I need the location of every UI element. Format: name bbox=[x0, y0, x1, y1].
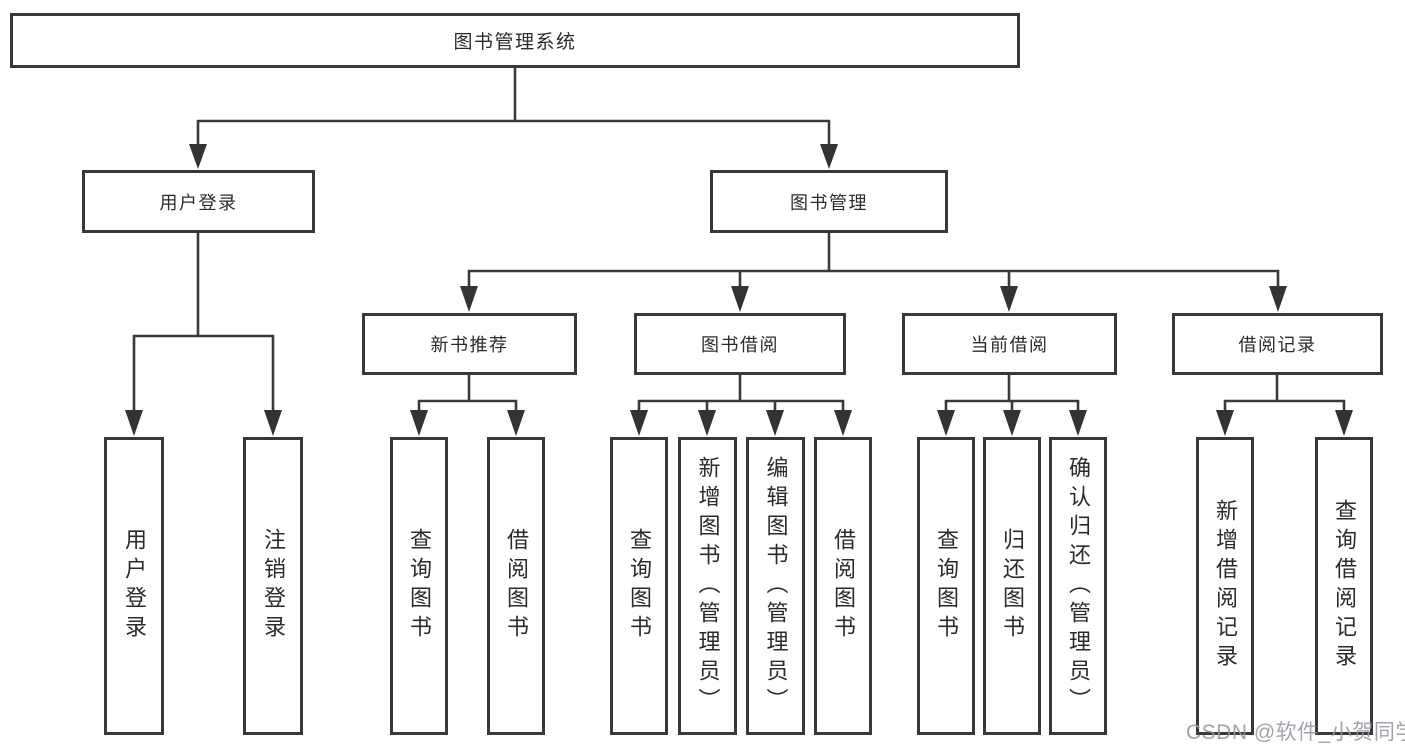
leaf-bb-add-books-admin: 新增图书（管理员） bbox=[678, 437, 737, 735]
node-current-borrow-label: 当前借阅 bbox=[970, 335, 1049, 355]
leaf-bb-edit-books-admin: 编辑图书（管理员） bbox=[746, 437, 805, 735]
arrowhead bbox=[1000, 286, 1018, 312]
leaf-nbr-query-books: 查询图书 bbox=[390, 437, 448, 735]
leaf-user-login: 用户登录 bbox=[104, 437, 164, 735]
leaf-nbr-borrow-books-label: 借阅图书 bbox=[504, 528, 529, 644]
connector-borrow-record-to-leaves bbox=[1216, 375, 1353, 436]
leaf-bb-borrow-books-label: 借阅图书 bbox=[831, 528, 856, 644]
node-user-login-label: 用户登录 bbox=[159, 192, 238, 213]
arrowhead bbox=[410, 410, 428, 436]
connector-book-borrow-to-leaves bbox=[630, 375, 852, 436]
leaf-cb-query-books-label: 查询图书 bbox=[934, 528, 959, 644]
leaf-bb-add-books-admin-label: 新增图书（管理员） bbox=[695, 455, 721, 717]
connector-root-to-level2 bbox=[189, 68, 838, 169]
arrowhead bbox=[731, 286, 749, 312]
node-root: 图书管理系统 bbox=[10, 13, 1020, 68]
node-root-label: 图书管理系统 bbox=[453, 32, 577, 53]
arrowhead bbox=[1003, 410, 1021, 436]
leaf-cb-return-books: 归还图书 bbox=[983, 437, 1041, 735]
arrowhead bbox=[1335, 410, 1353, 436]
leaf-br-query-record: 查询借阅记录 bbox=[1315, 437, 1373, 735]
connector-user-login-to-leaves bbox=[125, 233, 282, 436]
leaf-br-add-record: 新增借阅记录 bbox=[1196, 437, 1254, 735]
arrowhead bbox=[820, 144, 838, 169]
node-borrow-record: 借阅记录 bbox=[1172, 313, 1383, 375]
leaf-user-login-label: 用户登录 bbox=[122, 528, 147, 644]
node-book-borrow: 图书借阅 bbox=[634, 313, 846, 375]
leaf-cb-query-books: 查询图书 bbox=[917, 437, 975, 735]
leaf-nbr-borrow-books: 借阅图书 bbox=[487, 437, 545, 735]
node-book-borrow-label: 图书借阅 bbox=[701, 335, 779, 355]
arrowhead bbox=[698, 410, 716, 436]
arrowhead bbox=[125, 410, 143, 436]
watermark-text: CSDN @软件_小贺同学 bbox=[1186, 721, 1405, 744]
node-borrow-record-label: 借阅记录 bbox=[1238, 335, 1317, 355]
node-new-book-rec: 新书推荐 bbox=[362, 313, 577, 375]
leaf-logout-login: 注销登录 bbox=[243, 437, 303, 735]
leaf-cb-confirm-return-admin: 确认归还（管理员） bbox=[1049, 437, 1107, 735]
arrowhead bbox=[1069, 410, 1087, 436]
arrowhead bbox=[834, 410, 852, 436]
arrowhead bbox=[264, 410, 282, 436]
leaf-bb-query-books-label: 查询图书 bbox=[627, 528, 652, 644]
arrowhead bbox=[189, 144, 207, 169]
node-book-mgmt-label: 图书管理 bbox=[790, 192, 868, 213]
node-current-borrow: 当前借阅 bbox=[902, 313, 1117, 375]
arrowhead bbox=[630, 410, 648, 436]
node-user-login: 用户登录 bbox=[82, 170, 315, 233]
leaf-cb-return-books-label: 归还图书 bbox=[1000, 528, 1025, 644]
leaf-br-query-record-label: 查询借阅记录 bbox=[1332, 499, 1357, 673]
arrowhead bbox=[460, 286, 478, 312]
leaf-bb-borrow-books: 借阅图书 bbox=[814, 437, 872, 735]
connector-new-book-rec-to-leaves bbox=[410, 375, 525, 436]
arrowhead bbox=[766, 410, 784, 436]
leaf-bb-query-books: 查询图书 bbox=[610, 437, 668, 735]
node-new-book-rec-label: 新书推荐 bbox=[430, 335, 509, 355]
connector-current-borrow-to-leaves bbox=[937, 375, 1087, 436]
node-book-mgmt: 图书管理 bbox=[710, 170, 948, 233]
arrowhead bbox=[1269, 286, 1287, 312]
arrowhead bbox=[1216, 410, 1234, 436]
connector-book-mgmt-to-level3 bbox=[460, 233, 1287, 312]
leaf-cb-confirm-return-admin-label: 确认归还（管理员） bbox=[1066, 455, 1091, 717]
leaf-br-add-record-label: 新增借阅记录 bbox=[1213, 499, 1238, 673]
arrowhead bbox=[937, 410, 955, 436]
leaf-bb-edit-books-admin-label: 编辑图书（管理员） bbox=[763, 455, 789, 717]
leaf-logout-login-label: 注销登录 bbox=[261, 528, 286, 644]
leaf-nbr-query-books-label: 查询图书 bbox=[407, 528, 432, 644]
arrowhead bbox=[507, 410, 525, 436]
